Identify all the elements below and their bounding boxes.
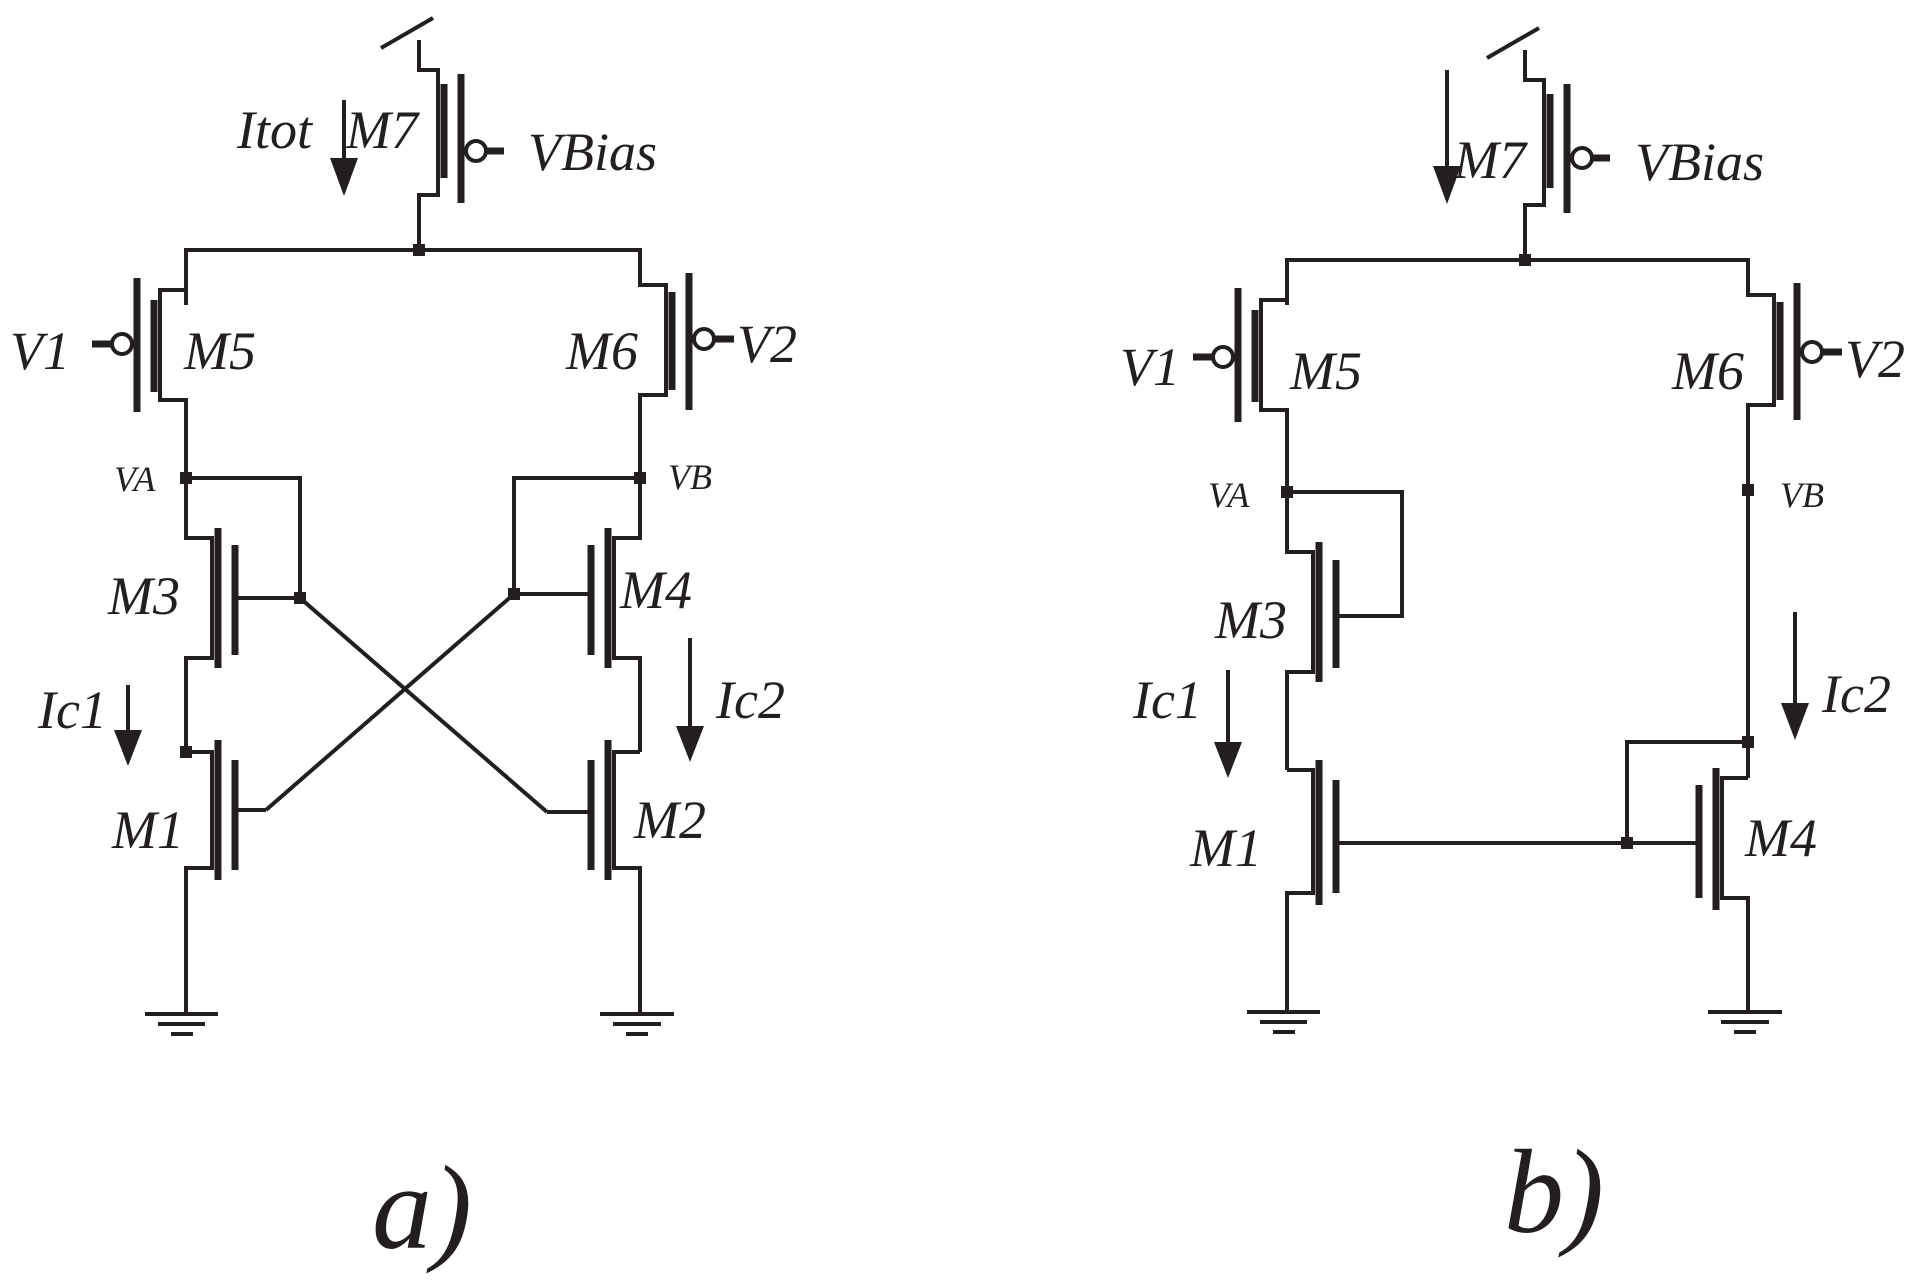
transistor-m1 [180, 740, 266, 982]
caption-a: a) [372, 1141, 472, 1274]
m5-gate-bubble [1211, 345, 1235, 369]
ic2-arrow-head [1781, 703, 1809, 740]
m5-gate-bubble [110, 332, 134, 356]
ground-right-a [600, 982, 674, 1036]
label-m4: M4 [1744, 808, 1817, 868]
node-mirror-gate [1621, 837, 1633, 849]
tail-arrow-head [1433, 166, 1461, 204]
m5-drain-source [1259, 260, 1289, 492]
label-ic1: Ic1 [1132, 670, 1202, 730]
node-vb-b [1742, 484, 1754, 496]
label-m6: M6 [1671, 341, 1744, 401]
node-m4-drain [1742, 736, 1754, 748]
transistor-m2 [547, 740, 642, 982]
label-vbias: VBias [528, 122, 657, 182]
label-m7: M7 [345, 100, 420, 160]
m1-drain-source [1285, 768, 1315, 1005]
ground-right-b [1708, 1005, 1782, 1034]
itot-arrow-head [330, 158, 358, 196]
label-itot: Itot [236, 100, 314, 160]
label-m1: M1 [1189, 818, 1262, 878]
circuit-b: M7 VBias V1 M5 M6 V2 VA VB M3 Ic1 Ic2 M1… [1120, 26, 1905, 1258]
ic2-arrow-b [1781, 612, 1809, 740]
ic1-arrow-a [114, 685, 142, 766]
label-ic1: Ic1 [37, 680, 107, 740]
m1-drain-source [184, 750, 214, 982]
ic2-arrow-head [676, 726, 704, 762]
m7-drain-source [380, 16, 440, 252]
ground-left-a [145, 982, 218, 1036]
label-vb: VB [668, 457, 712, 497]
ic1-arrow-head [114, 730, 142, 766]
circuit-a: Itot M7 VBias V1 M5 M6 V2 VA VB M3 M4 Ic… [10, 16, 797, 1274]
m4-drain-source [612, 478, 642, 752]
node-tail-a [413, 244, 425, 256]
label-m7: M7 [1453, 130, 1528, 190]
itot-arrow [330, 100, 358, 196]
top-rail-a [184, 248, 642, 305]
m4-diode-link [1625, 740, 1748, 843]
transistor-m6 [1746, 260, 1842, 490]
ic1-arrow-b [1214, 670, 1242, 778]
transistor-m5 [92, 250, 188, 478]
label-v2: V2 [1845, 329, 1905, 389]
m3-drain-source [184, 478, 214, 752]
m6-gate-bubble [1800, 340, 1824, 364]
transistor-m7 [380, 16, 504, 252]
node-tail-b [1519, 254, 1531, 266]
ic1-arrow-head [1214, 742, 1242, 778]
label-ic2: Ic2 [715, 670, 785, 730]
ic2-arrow-a [676, 638, 704, 762]
label-v1: V1 [1120, 337, 1180, 397]
transistor-m5 [1193, 260, 1289, 492]
node-m1-drain [180, 746, 192, 758]
cross-wire-m3-to-m2 [298, 596, 549, 814]
label-m5: M5 [183, 321, 256, 381]
transistor-m3 [1285, 492, 1352, 770]
transistor-m3 [184, 478, 306, 752]
label-m3: M3 [107, 566, 180, 626]
label-m1: M1 [111, 800, 184, 860]
tail-current-arrow-b [1433, 70, 1461, 204]
m6-drain-source [638, 250, 668, 478]
label-m3: M3 [1214, 590, 1287, 650]
transistor-m4 [1695, 768, 1750, 1005]
label-m4: M4 [619, 560, 692, 620]
m6-gate-bubble [692, 327, 716, 351]
m7-gate-bubble [464, 139, 488, 163]
label-vb: VB [1780, 475, 1824, 515]
m6-drain-source [1746, 260, 1776, 490]
m4-drain-source [1720, 776, 1750, 1005]
caption-b: b) [1504, 1125, 1604, 1258]
m7-drain-source [1486, 26, 1546, 262]
cross-wire-m4-to-m1 [264, 592, 516, 812]
label-ic2: Ic2 [1821, 664, 1891, 724]
m2-drain-source [612, 750, 642, 982]
m7-gate-bubble [1570, 146, 1594, 170]
m3-drain-source [1285, 492, 1315, 770]
va-diode-link [186, 476, 302, 598]
label-m5: M5 [1289, 341, 1362, 401]
transistor-m7 [1486, 26, 1610, 262]
label-vbias: VBias [1635, 132, 1764, 192]
label-m6: M6 [565, 321, 638, 381]
label-va: VA [1208, 475, 1250, 515]
transistor-m1 [1285, 760, 1340, 1005]
label-v2: V2 [737, 314, 797, 374]
label-va: VA [114, 459, 156, 499]
label-v1: V1 [10, 321, 70, 381]
transistor-m4 [508, 478, 642, 752]
label-m2: M2 [633, 790, 706, 850]
m5-drain-source [158, 250, 188, 478]
top-rail-b [1285, 258, 1750, 305]
va-diode-link [1287, 490, 1404, 618]
transistor-m6 [638, 250, 734, 478]
ground-left-b [1247, 1005, 1320, 1034]
vb-diode-link [512, 476, 640, 594]
